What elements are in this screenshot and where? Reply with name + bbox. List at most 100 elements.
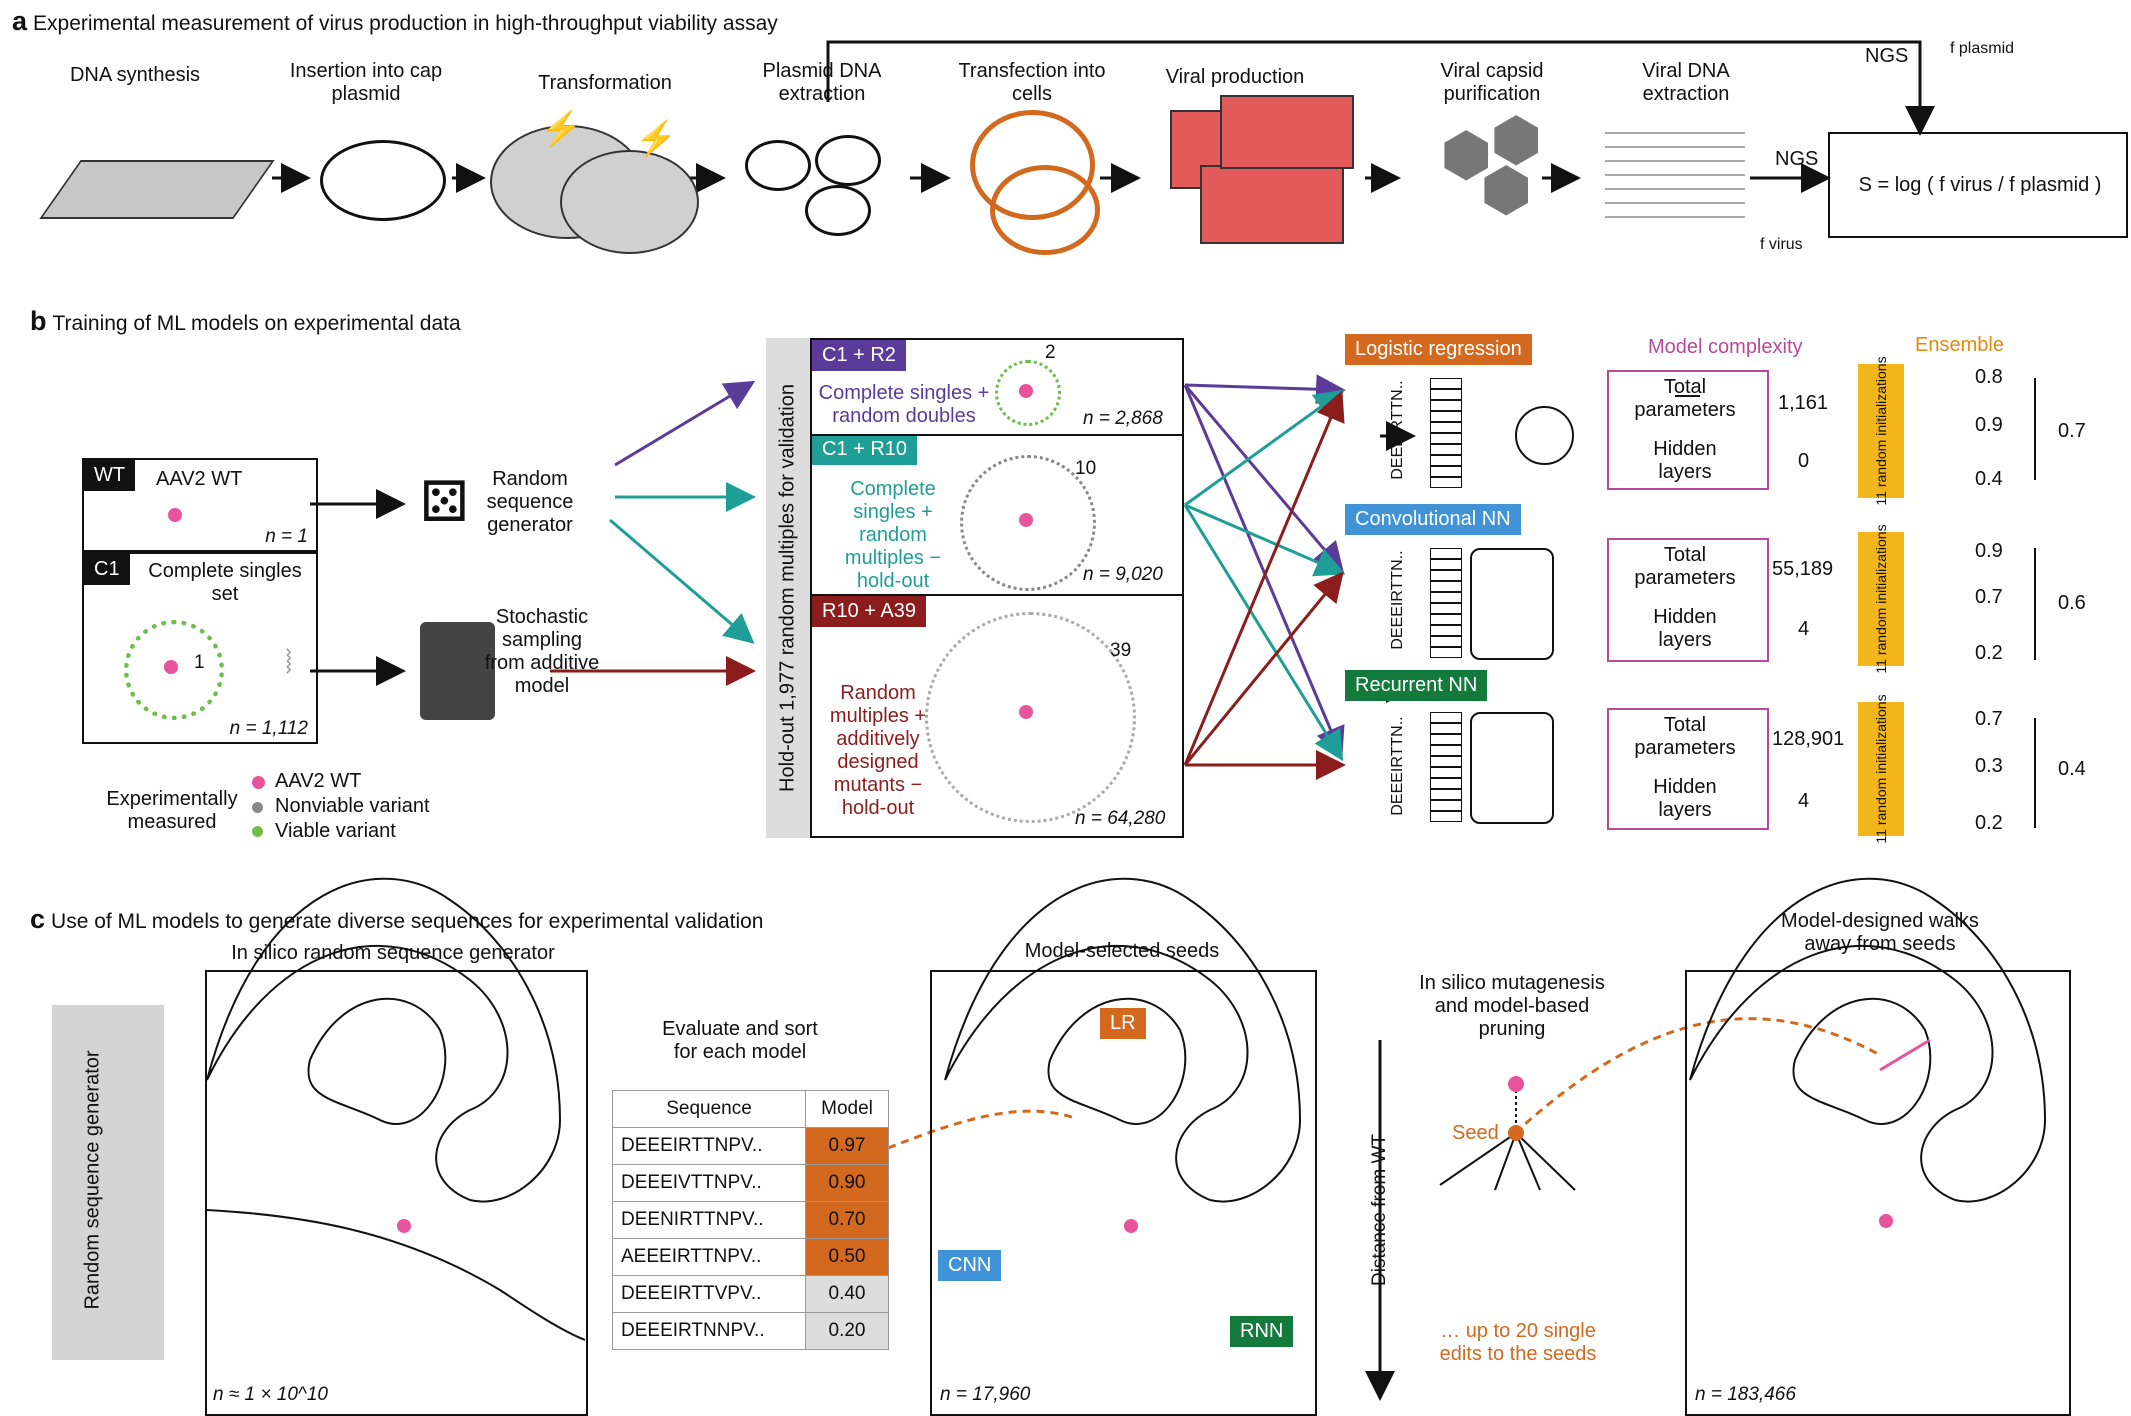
init-bar-rnn: 11 random initializations [1858, 694, 1904, 844]
cell-icon-2 [990, 165, 1100, 255]
step-capsid-purification: Viral capsid purification [1440, 60, 1544, 105]
ens-rnn-2: 0.2 [1975, 812, 2003, 834]
cnn-params: 55,189 [1772, 558, 1834, 580]
complexity-title: Model complexity [1648, 336, 1803, 358]
mean-rnn: 0.4 [2058, 758, 2086, 780]
capsid-icon: ⬢ [1440, 121, 1493, 188]
random-generator-label: Random sequence generator [486, 468, 574, 536]
seeds-landscape: LR CNN RNN n = 17,960 [930, 970, 1317, 1416]
c1-box: C1 Complete singles set 1 n = 1,112 [82, 552, 318, 744]
wt-box: WT AAV2 WT n = 1 [82, 458, 318, 552]
synthesis-chip [39, 160, 275, 219]
set-c1-r10-tag: C1 + R10 [812, 434, 918, 465]
ensemble-label: Ensemble [1915, 334, 2004, 356]
ens-lr-0: 0.8 [1975, 366, 2003, 388]
training-sets [810, 338, 1184, 838]
stochastic-label: Stochastic sampling from additive model [484, 606, 600, 697]
one-hot-grid-3 [1430, 712, 1462, 822]
generator-landscape: n ≈ 1 × 10^10 [205, 970, 588, 1416]
cnn-net [1470, 548, 1554, 660]
lr-params: 1,161 [1778, 392, 1829, 414]
mutagenesis-title: In silico mutagenesis and model-based pr… [1419, 972, 1605, 1040]
model-cnn-tag: Convolutional NN [1345, 504, 1521, 535]
set-c1-r10-n: n = 9,020 [1083, 564, 1163, 585]
calculator-icon [420, 622, 495, 720]
rnn-params: 128,901 [1772, 728, 1845, 750]
ens-cnn-2: 0.2 [1975, 642, 2003, 664]
producer-cell-icon-3 [1220, 95, 1354, 169]
dna-helix-icon: ⧘ [285, 640, 293, 681]
rnn-net [1470, 712, 1554, 824]
step-viral-production: Viral production [1165, 66, 1305, 88]
model-rnn-tag: Recurrent NN [1345, 670, 1488, 701]
set-c1-r2-desc: Complete singles + random doubles [818, 382, 990, 427]
complexity-lr [1607, 370, 1769, 490]
complexity-cnn [1607, 538, 1769, 662]
lr-hidden: 0 [1798, 450, 1810, 472]
init-bar-cnn: 11 random initializations [1858, 524, 1904, 674]
sigmoid-unit [1515, 406, 1574, 465]
cnn-hidden: 4 [1798, 618, 1810, 640]
set-r10-a39-tag: R10 + A39 [812, 596, 926, 627]
set-r10-a39-n: n = 64,280 [1075, 808, 1166, 829]
complexity-rnn [1607, 708, 1769, 830]
walks-title: Model-designed walks away from seeds [1781, 910, 1979, 955]
one-hot-grid-2 [1430, 548, 1462, 658]
set-c1-r2-n: n = 2,868 [1083, 408, 1163, 429]
legend-wt: AAV2 WT [275, 770, 362, 792]
singles-ring [124, 620, 224, 720]
ens-lr-1: 0.9 [1975, 414, 2003, 436]
step-dna-synthesis: DNA synthesis [69, 64, 201, 86]
plasmid-icon-3 [815, 135, 881, 186]
plasmid-icon [320, 140, 446, 221]
step-plasmid-extraction: Plasmid DNA extraction [762, 60, 882, 105]
lightning-icon-2: ⚡ [635, 120, 678, 158]
ens-cnn-1: 0.7 [1975, 586, 2003, 608]
mean-cnn: 0.6 [2058, 592, 2086, 614]
holdout-bar [766, 338, 810, 838]
lightning-icon: ⚡ [540, 110, 583, 148]
ens-cnn-0: 0.9 [1975, 540, 2003, 562]
init-bar-lr: 11 random initializations [1858, 356, 1904, 506]
plasmid-icon-2 [745, 140, 811, 191]
ens-lr-2: 0.4 [1975, 468, 2003, 490]
generator-title: In silico random sequence generator [231, 942, 555, 964]
bacterium-icon-2 [560, 150, 699, 254]
generator-arrow [52, 1005, 164, 1360]
dice-icon: ⚄ [420, 470, 469, 533]
rnn-hidden: 4 [1798, 790, 1810, 812]
mean-lr: 0.7 [2058, 420, 2086, 442]
legend-measured: Experimentally measured [106, 788, 238, 833]
set-r10-a39-desc: Random multiples + additively designed m… [829, 682, 927, 819]
model-logistic-tag: Logistic regression [1345, 334, 1532, 365]
edits-label: … up to 20 single edits to the seeds [1439, 1320, 1597, 1365]
one-hot-grid [1430, 378, 1462, 488]
f-virus-label: f virus [1760, 236, 1803, 253]
walks-landscape: n = 183,466 [1685, 970, 2071, 1416]
plasmid-icon-4 [805, 185, 871, 236]
ngs-label: NGS [1865, 45, 1909, 67]
seed-label: Seed [1452, 1122, 1499, 1144]
distance-axis-label: Distance from WT [1369, 1133, 1391, 1287]
set-c1-r10-desc: Complete singles + random multiples − ho… [844, 478, 942, 592]
holdout-label: Hold-out 1,977 random multiples for vali… [776, 384, 799, 792]
dna-fragments [1605, 130, 1745, 230]
f-plasmid-label: f plasmid [1950, 40, 2015, 57]
step-insertion: Insertion into cap plasmid [289, 60, 443, 105]
score-formula-box: S = log ( f virus / f plasmid ) [1828, 132, 2128, 238]
step-transformation: Transformation [538, 72, 672, 94]
legend-nonviable: Nonviable variant [275, 795, 430, 817]
legend-viable: Viable variant [275, 820, 396, 842]
ngs-label-2: NGS [1775, 148, 1819, 170]
capsid-icon-2: ⬢ [1490, 106, 1543, 173]
eval-title: Evaluate and sort for each model [662, 1018, 818, 1063]
ens-rnn-0: 0.7 [1975, 708, 2003, 730]
step-viral-dna-extraction: Viral DNA extraction [1642, 60, 1730, 105]
wt-dot [168, 508, 182, 522]
capsid-icon-3: ⬢ [1480, 156, 1533, 223]
seeds-title: Model-selected seeds [1024, 940, 1220, 962]
